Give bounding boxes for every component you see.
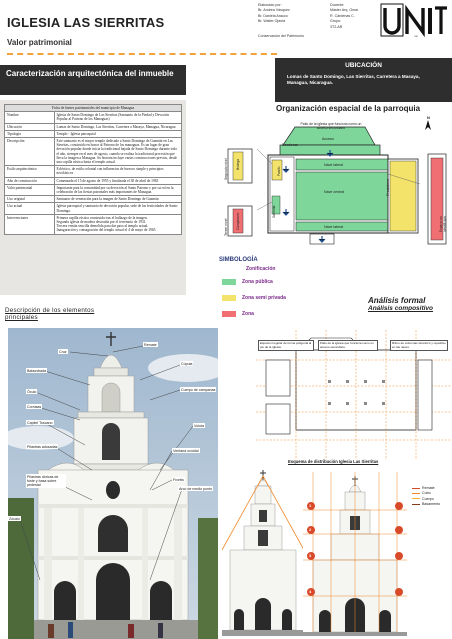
north-label: N xyxy=(427,115,430,120)
composition-legend-item: Cubo xyxy=(412,491,440,496)
heritage-table-panel: Ficha de bienes patrimoniales del munici… xyxy=(0,100,186,295)
analysis-note-1: Espacio irregular de forma poligonal al … xyxy=(258,340,314,352)
analysis-note-2: Patio de la iglesia que funciona como un… xyxy=(318,340,378,352)
page-subtitle: Valor patrimonial xyxy=(7,38,72,47)
plan-label-segundo-nivel: Segundo nivel xyxy=(224,158,228,181)
composition-legend-item: Basamento xyxy=(412,502,440,507)
church-photo xyxy=(8,328,218,639)
course-name: Conservación del Patrimonio xyxy=(258,34,304,38)
church-composition-photo xyxy=(222,466,304,636)
plan-label-campanario: Campanario xyxy=(236,212,240,230)
legend-item-publica: Zona pública xyxy=(242,279,273,285)
composition-legend-item: Cuerpo xyxy=(412,497,440,502)
photo-section-heading: Descripción de los elementos principales xyxy=(5,307,95,321)
table-header: Ficha de bienes patrimoniales del munici… xyxy=(4,103,182,113)
credits-teacher: Docente: Máster Arq. Omar R. Cárdenas C.… xyxy=(330,3,359,29)
plan-label-presbiterio: Presbiterio xyxy=(386,178,390,196)
plan-label-no-identificado: Espacio no identificado xyxy=(439,215,447,232)
credits-authors: Elaborado por: Br. Andrea Vásquez Br. Da… xyxy=(258,3,290,24)
uni-logo: UNI xyxy=(380,3,447,38)
swatch-publica xyxy=(222,279,236,285)
legend-title: SIMBOLOGÍA xyxy=(219,257,258,263)
composition-plan xyxy=(256,330,452,460)
analysis-caption: Esquema de distribución Iglesia Las Sier… xyxy=(288,459,379,464)
swatch-semi-privada xyxy=(222,295,236,301)
composition-legend: Remate Cubo Cuerpo Basamento xyxy=(412,486,440,508)
plan-label-nave-central: Nave central xyxy=(324,190,345,194)
location-text: Lomas de Santo Domingo, Las Sierritas, C… xyxy=(287,74,420,86)
marker-3: 3 xyxy=(309,553,312,558)
location-panel: UBICACIÓN Lomas de Santo Domingo, Las Si… xyxy=(275,58,452,102)
legend-subtitle: Zonificación xyxy=(246,266,276,272)
plan-label-escaleras: Escaleras xyxy=(282,143,298,147)
plan-title: Organización espacial de la parroquia xyxy=(276,104,421,113)
plan-label-tercer-nivel: Tercer nivel xyxy=(224,218,228,236)
section-bar-characterization: Caracterización arquitectónica del inmue… xyxy=(0,65,186,95)
marker-1: 1 xyxy=(309,503,312,508)
heritage-table: Ficha de bienes patrimoniales del munici… xyxy=(4,103,183,235)
composition-legend-item: Remate xyxy=(412,486,440,491)
marker-2: 2 xyxy=(309,527,312,532)
logo-text: UNI xyxy=(414,36,418,38)
title-underline xyxy=(7,53,277,55)
table-row: Intervenciones Primera capilla rústica c… xyxy=(4,213,183,235)
plan-label-patio: Patio de la iglesia que funciona como un… xyxy=(300,122,362,130)
page-title: IGLESIA LAS SIERRITAS xyxy=(7,15,165,30)
plan-label-acceso: Acceso xyxy=(322,137,334,141)
plan-label-pasillo: Pasillo xyxy=(277,166,281,176)
analysis-note-3: Ritmo de columnas simétrico y repetitivo… xyxy=(390,340,448,352)
floor-plan xyxy=(227,120,447,245)
legend-item-zona: Zona xyxy=(242,311,254,317)
analysis-subtitle: Análisis compositivo xyxy=(368,305,434,312)
plan-label-nave-lateral-2: Nave lateral xyxy=(324,225,344,229)
swatch-zona xyxy=(222,311,236,317)
church-grid-photo xyxy=(303,472,407,636)
location-heading: UBICACIÓN xyxy=(345,62,382,69)
analysis-title: Análisis formal xyxy=(368,296,426,305)
plan-label-nave-lateral-1: Nave lateral xyxy=(324,163,344,167)
marker-4: 4 xyxy=(309,589,312,594)
legend-item-semi-privada: Zona semi privada xyxy=(242,295,286,301)
plan-label-bodega: Bodega xyxy=(236,159,240,170)
plan-label-sacristia: Sacristía xyxy=(272,205,276,218)
